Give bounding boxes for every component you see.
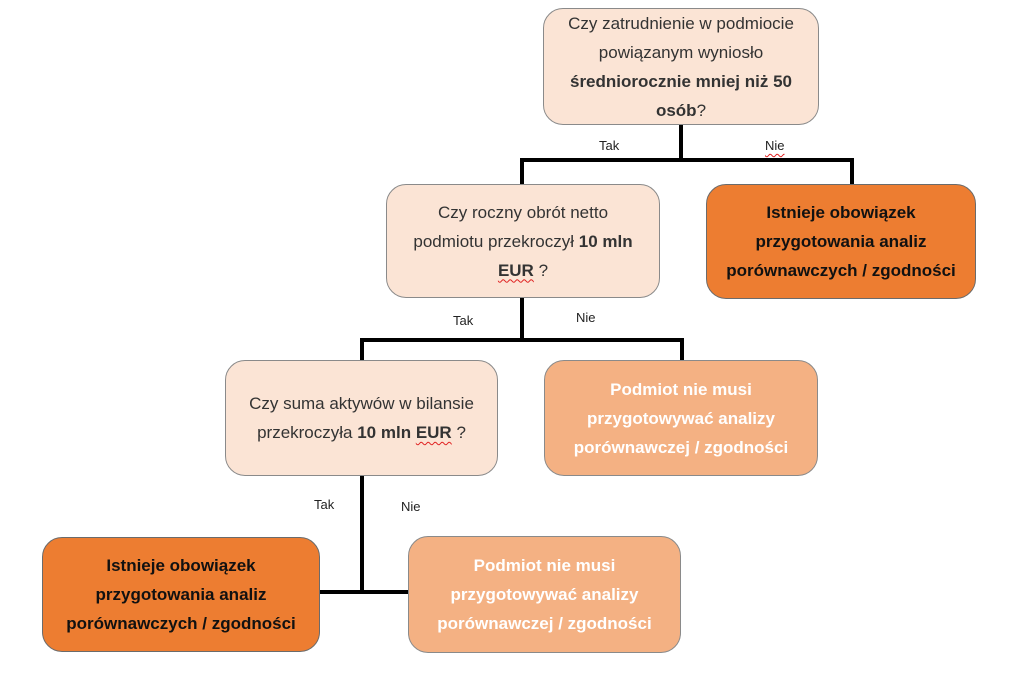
result-no-need-middle: Podmiot nie musi przygotowywać analizy p… bbox=[544, 360, 818, 476]
label-no-q1: Nie bbox=[765, 138, 785, 153]
question-turnover: Czy roczny obrót netto podmiotu przekroc… bbox=[386, 184, 660, 298]
question-assets: Czy suma aktywów w bilansie przekroczyła… bbox=[225, 360, 498, 476]
label-yes-q1: Tak bbox=[599, 138, 620, 153]
label-no-q2: Nie bbox=[576, 310, 596, 325]
label-no-q3: Nie bbox=[401, 499, 421, 514]
result-obligation-top: Istnieje obowiązek przygotowania analiz … bbox=[706, 184, 976, 299]
result-obligation-bottom: Istnieje obowiązek przygotowania analiz … bbox=[42, 537, 320, 652]
question-employment: Czy zatrudnienie w podmiocie powiązanym … bbox=[543, 8, 819, 125]
label-yes-q3: Tak bbox=[314, 497, 335, 512]
label-yes-q2: Tak bbox=[453, 313, 474, 328]
result-no-need-bottom: Podmiot nie musi przygotowywać analizy p… bbox=[408, 536, 681, 653]
